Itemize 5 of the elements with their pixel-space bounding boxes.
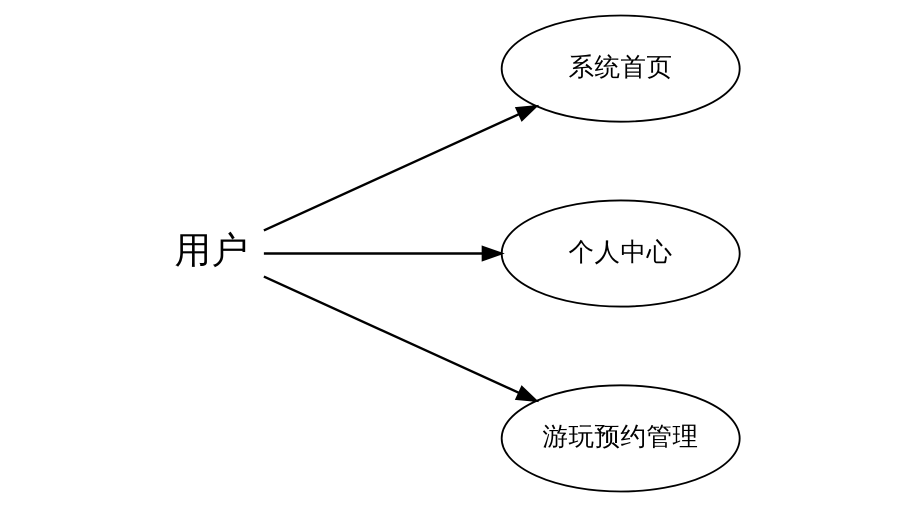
arrow bbox=[263, 104, 540, 232]
arrow bbox=[264, 245, 505, 262]
arrow bbox=[263, 275, 540, 402]
node-text: 用户 bbox=[174, 228, 248, 272]
node-ellipse: 个人中心 bbox=[500, 200, 741, 308]
